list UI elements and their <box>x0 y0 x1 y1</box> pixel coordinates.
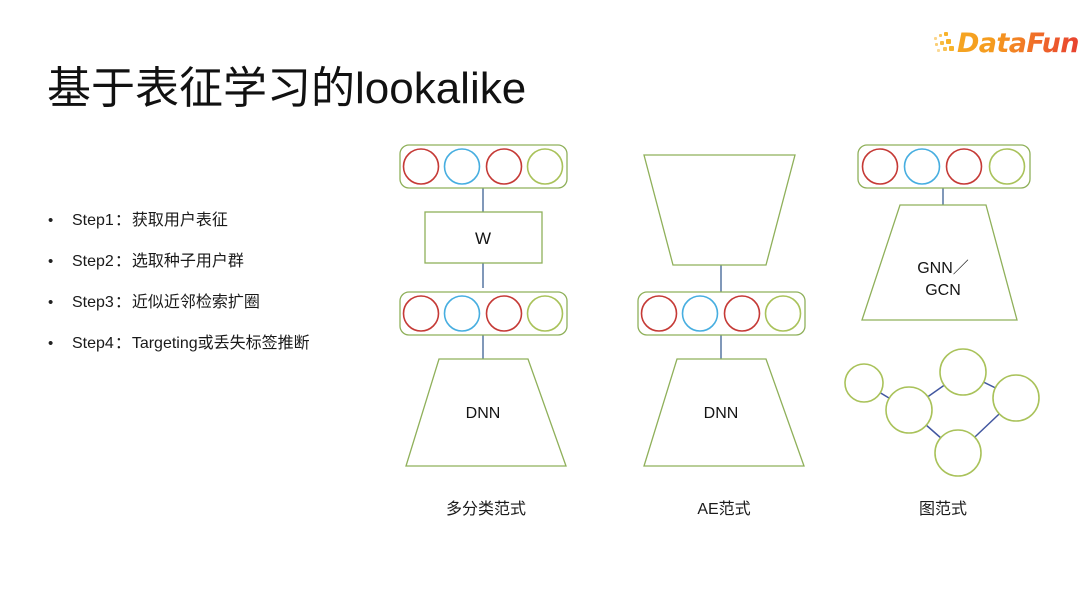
step-text: 获取用户表征 <box>131 212 228 229</box>
graph-node <box>934 429 982 477</box>
embedding-circle-green <box>526 148 564 185</box>
list-item: • Step4 ： Targeting或丢失标签推断 <box>48 329 388 353</box>
diagram-graph: GNN／ GCN <box>840 140 1046 477</box>
decoder-trapezoid-shape <box>643 154 796 266</box>
bullet-icon: • <box>48 253 54 270</box>
dnn-trapezoid: DNN <box>405 358 567 467</box>
embedding-circle-red <box>945 148 983 185</box>
bullet-icon: • <box>48 294 54 311</box>
embedding-circle-red <box>640 295 678 332</box>
embedding-circle-red <box>485 148 523 185</box>
embedding-circle-blue <box>903 148 941 185</box>
embedding-circle-red <box>861 148 899 185</box>
embedding-circle-green <box>988 148 1026 185</box>
caption-auto-encoder: AE范式 <box>697 501 751 518</box>
datafun-dots-icon <box>934 32 956 54</box>
step-separator: ： <box>114 294 131 311</box>
caption-multi-class: 多分类范式 <box>445 501 526 518</box>
dnn-trapezoid-shape <box>405 358 567 467</box>
list-item: • Step1 ： 获取用户表征 <box>48 206 388 230</box>
step-separator: ： <box>114 212 131 229</box>
datafun-logo: DataFun. <box>934 26 1080 60</box>
dnn-trapezoid-shape <box>643 358 805 467</box>
dnn-label: DNN <box>466 405 501 422</box>
embedding-circle-green <box>764 295 802 332</box>
gnn-label-line-2: GCN <box>925 282 961 299</box>
embedding-circle-red <box>402 148 440 185</box>
decoder-trapezoid <box>643 154 796 266</box>
list-item: • Step3 ： 近似近邻检索扩圈 <box>48 288 388 312</box>
w-box-rect <box>424 211 543 264</box>
steps-list: • Step1 ： 获取用户表征 • Step2 ： 选取种子用户群 • Ste… <box>48 206 388 353</box>
step-separator: ： <box>114 253 131 270</box>
embedding-circle-red <box>485 295 523 332</box>
output-embedding-row <box>857 144 1031 189</box>
embedding-circle-green <box>526 295 564 332</box>
step-text: 近似近邻检索扩圈 <box>131 294 260 311</box>
embedding-row-container <box>857 144 1031 189</box>
bullet-icon: • <box>48 335 54 352</box>
embedding-circle-blue <box>681 295 719 332</box>
output-embedding-row <box>399 144 568 189</box>
gnn-trapezoid-shape <box>861 204 1018 321</box>
input-embedding-row <box>399 291 568 336</box>
gnn-trapezoid: GNN／ GCN <box>861 204 1018 321</box>
w-box: W <box>424 211 543 264</box>
embedding-row-container <box>399 291 568 336</box>
graph-node <box>885 386 933 434</box>
embedding-circle-red <box>402 295 440 332</box>
embedding-circle-blue <box>443 148 481 185</box>
datafun-logo-text: DataFun. <box>957 30 1080 57</box>
list-item: • Step2 ： 选取种子用户群 <box>48 247 388 271</box>
gnn-label-line-1: GNN／ <box>917 260 969 277</box>
graph-nodes <box>844 348 1040 477</box>
dnn-trapezoid: DNN <box>643 358 805 467</box>
embedding-circle-red <box>723 295 761 332</box>
graph-node <box>844 363 884 403</box>
caption-graph: 图范式 <box>918 501 967 518</box>
latent-embedding-row <box>637 291 806 336</box>
embedding-row-container <box>637 291 806 336</box>
graph-node <box>939 348 987 396</box>
step-text: Targeting或丢失标签推断 <box>131 335 310 352</box>
bullet-icon: • <box>48 212 54 229</box>
graph-node <box>992 374 1040 422</box>
diagram-multi-class: W DNN <box>394 140 578 475</box>
w-box-label: W <box>475 229 491 248</box>
dnn-label: DNN <box>704 405 739 422</box>
step-label: Step4 <box>72 335 114 352</box>
embedding-circle-blue <box>443 295 481 332</box>
step-separator: ： <box>114 335 131 352</box>
step-label: Step1 <box>72 212 114 229</box>
diagram-auto-encoder: DNN <box>632 140 816 475</box>
step-label: Step3 <box>72 294 114 311</box>
step-label: Step2 <box>72 253 114 270</box>
step-text: 选取种子用户群 <box>131 253 244 270</box>
page-title: 基于表征学习的lookalike <box>47 64 527 113</box>
embedding-row-container <box>399 144 568 189</box>
